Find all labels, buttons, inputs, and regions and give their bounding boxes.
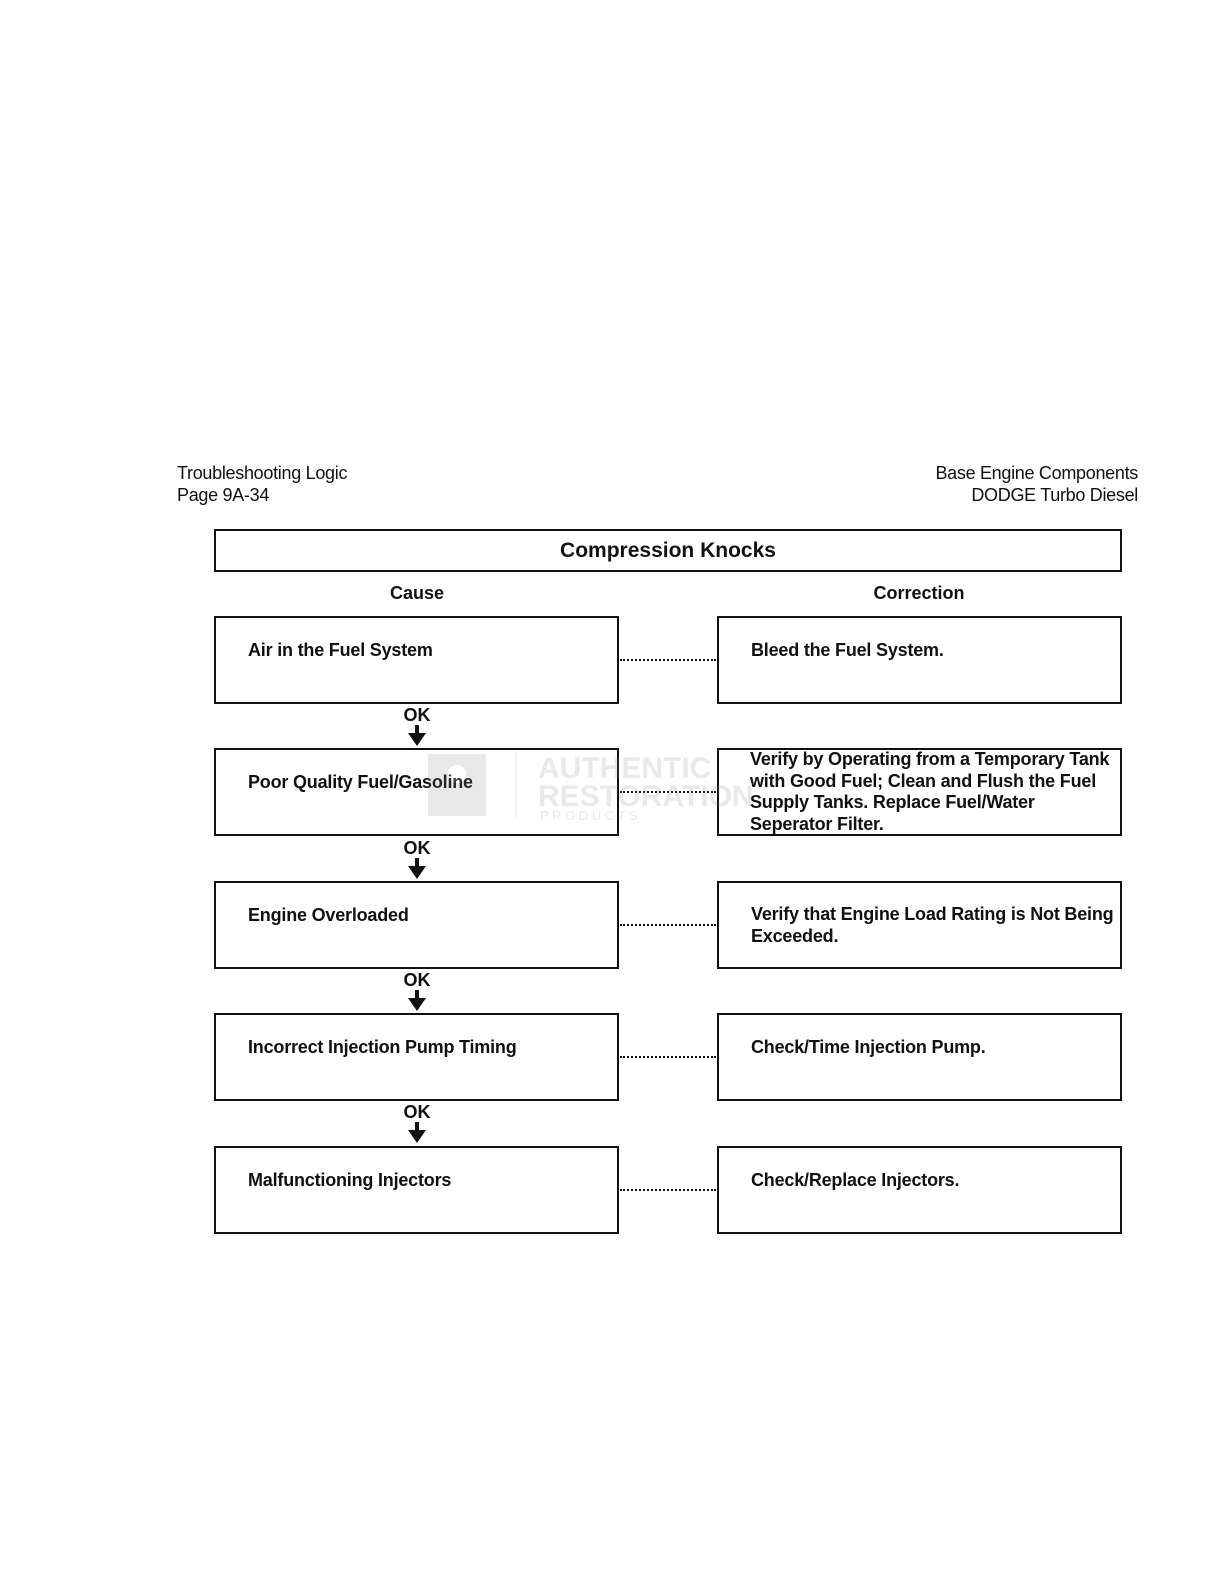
- vehicle-name: DODGE Turbo Diesel: [971, 485, 1138, 505]
- ok-connector-2: OK: [397, 839, 437, 880]
- diagram-title-box: Compression Knocks: [214, 529, 1122, 572]
- cause-box-5: Malfunctioning Injectors: [214, 1146, 619, 1234]
- down-arrow-icon: [408, 990, 426, 1011]
- ok-connector-1: OK: [397, 706, 437, 747]
- correction-box-4: Check/Time Injection Pump.: [717, 1013, 1122, 1101]
- down-arrow-icon: [408, 858, 426, 879]
- correction-text: Verify by Operating from a Temporary Tan…: [750, 749, 1110, 834]
- page-number: Page 9A-34: [177, 485, 270, 505]
- down-arrow-icon: [408, 725, 426, 746]
- cause-box-3: Engine Overloaded: [214, 881, 619, 969]
- dotted-connector: [620, 1189, 716, 1191]
- correction-box-3: Verify that Engine Load Rating is Not Be…: [717, 881, 1122, 969]
- dotted-connector: [620, 924, 716, 926]
- correction-box-1: Bleed the Fuel System.: [717, 616, 1122, 704]
- header-right: Base Engine Components DODGE Turbo Diese…: [935, 462, 1138, 506]
- correction-text: Check/Replace Injectors.: [751, 1170, 960, 1190]
- dotted-connector: [620, 659, 716, 661]
- down-arrow-icon: [408, 1122, 426, 1143]
- cause-text: Air in the Fuel System: [248, 640, 433, 660]
- cause-text: Engine Overloaded: [248, 905, 409, 925]
- dotted-connector: [620, 791, 716, 793]
- correction-text: Bleed the Fuel System.: [751, 640, 944, 660]
- ok-label: OK: [403, 838, 431, 858]
- correction-box-2: Verify by Operating from a Temporary Tan…: [717, 748, 1122, 836]
- cause-box-4: Incorrect Injection Pump Timing: [214, 1013, 619, 1101]
- diagram-title: Compression Knocks: [560, 538, 776, 562]
- correction-box-5: Check/Replace Injectors.: [717, 1146, 1122, 1234]
- header-left: Troubleshooting Logic Page 9A-34: [177, 462, 347, 506]
- ok-label: OK: [403, 705, 431, 725]
- correction-text: Verify that Engine Load Rating is Not Be…: [751, 904, 1114, 946]
- ok-label: OK: [403, 970, 431, 990]
- correction-column-heading: Correction: [873, 583, 965, 603]
- ok-connector-4: OK: [397, 1103, 437, 1144]
- ok-connector-3: OK: [397, 971, 437, 1012]
- dotted-connector: [620, 1056, 716, 1058]
- chapter-title: Base Engine Components: [935, 463, 1138, 483]
- cause-box-1: Air in the Fuel System: [214, 616, 619, 704]
- correction-text: Check/Time Injection Pump.: [751, 1037, 986, 1057]
- ok-label: OK: [403, 1102, 431, 1122]
- cause-column-heading: Cause: [389, 583, 445, 603]
- section-title: Troubleshooting Logic: [177, 463, 348, 483]
- cause-text: Malfunctioning Injectors: [248, 1170, 452, 1190]
- cause-text: Incorrect Injection Pump Timing: [248, 1037, 517, 1057]
- cause-text: Poor Quality Fuel/Gasoline: [248, 772, 473, 792]
- cause-box-2: Poor Quality Fuel/Gasoline: [214, 748, 619, 836]
